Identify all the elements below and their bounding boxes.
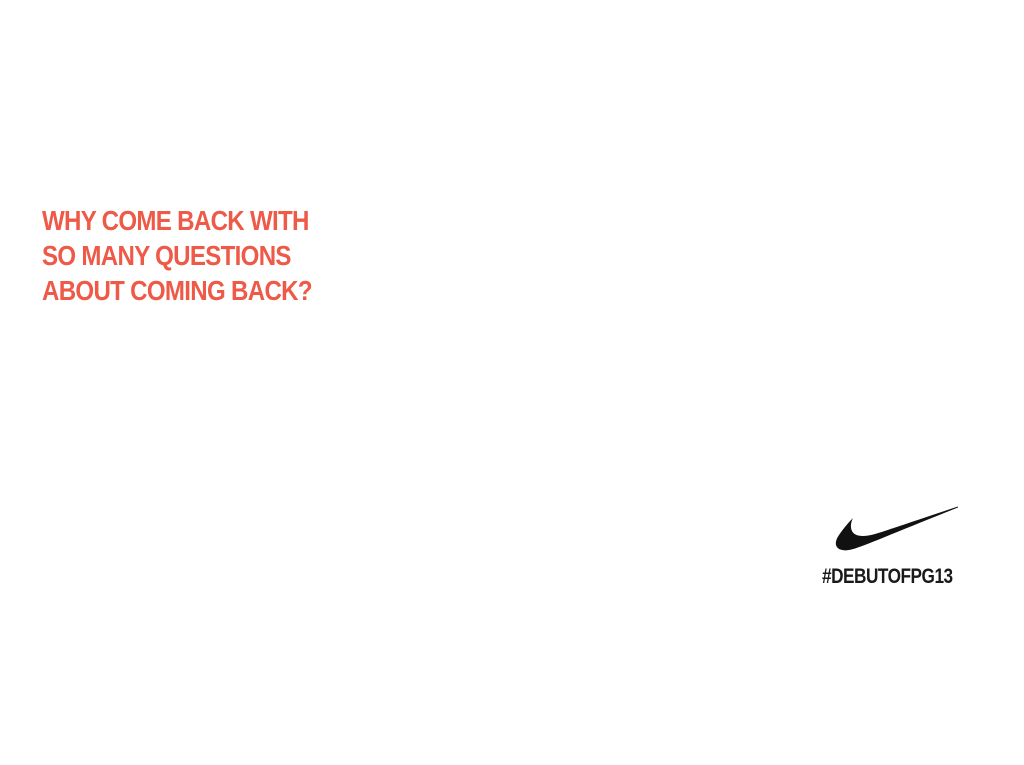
headline-line-2: SO MANY QUESTIONS [42,240,291,271]
swoosh-shape [835,506,958,551]
headline: WHY COME BACK WITH SO MANY QUESTIONS ABO… [42,203,313,308]
brand-block: #DEBUTOFPG13 [822,500,967,592]
nike-swoosh-icon [835,506,958,551]
headline-line-3: ABOUT COMING BACK? [42,275,313,306]
headline-line-1: WHY COME BACK WITH [42,205,309,236]
campaign-hashtag: #DEBUTOFPG13 [822,565,953,588]
